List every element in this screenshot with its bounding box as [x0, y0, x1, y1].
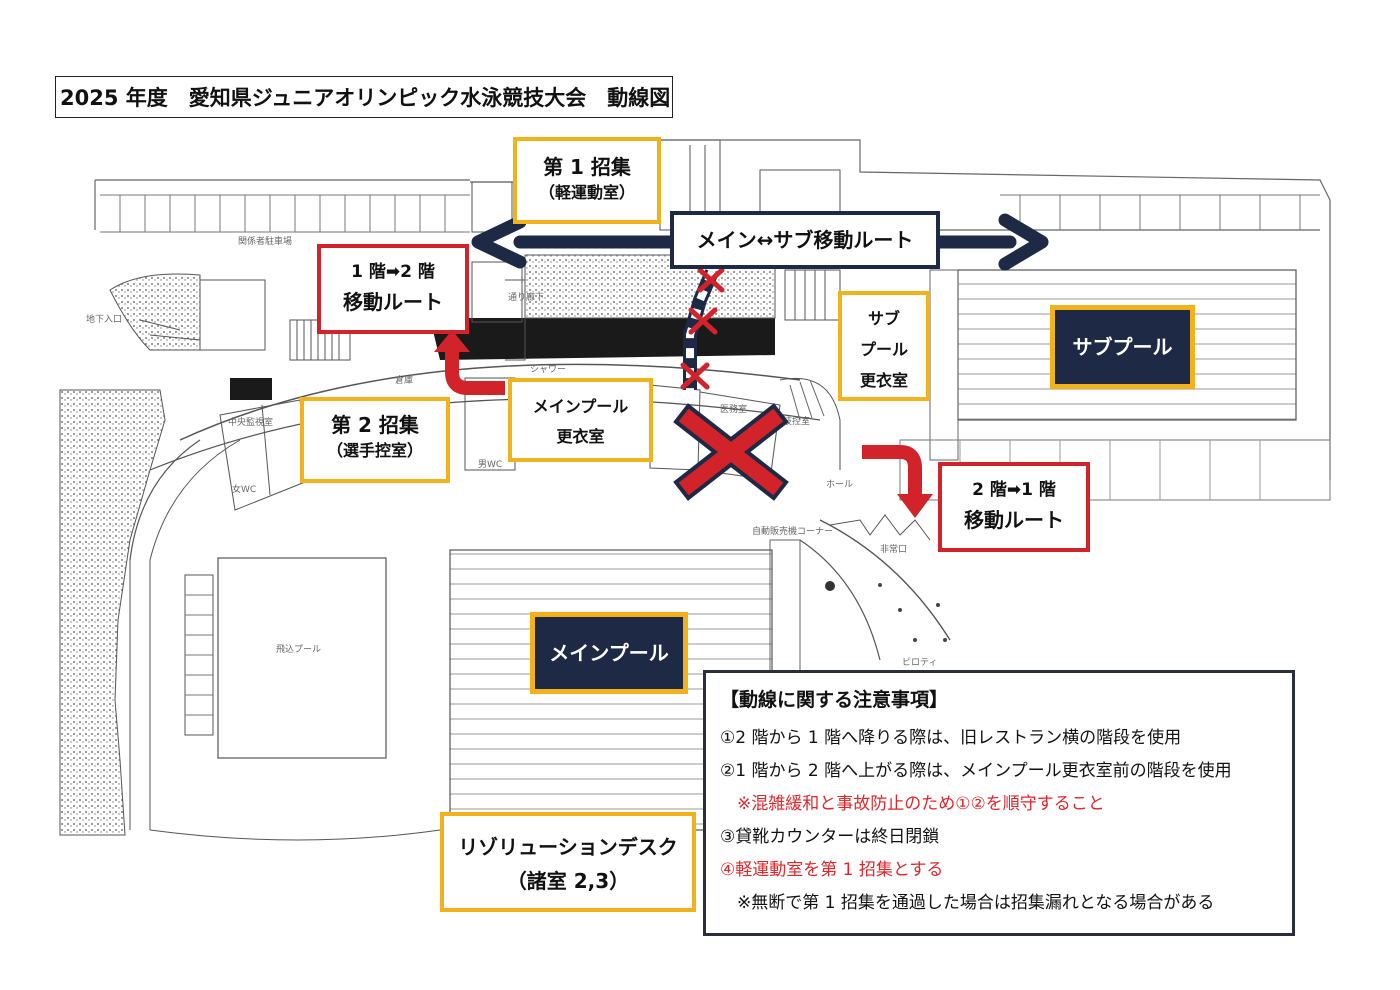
first-call-title: 第 1 招集: [543, 155, 631, 179]
up-route-arrow: [434, 330, 505, 395]
sub-pool-locker-line3: 更衣室: [859, 371, 908, 390]
note-item-warning: ※混雑緩和と事故防止のため①②を順守すること: [720, 794, 1105, 814]
closed-counter-x-icon: [673, 403, 789, 501]
route-2f-to-1f-floors: 2 階➡1 階: [972, 480, 1056, 500]
down-route-arrow: [862, 445, 933, 518]
map-label-parking: 関係者駐車場: [238, 235, 292, 247]
second-call-title: 第 2 招集: [331, 413, 419, 437]
notes-panel: 【動線に関する注意事項】 ①2 階から 1 階へ降りる際は、旧レストラン横の階段…: [703, 670, 1295, 936]
map-label-diving-pool: 飛込プール: [276, 644, 321, 655]
route-1f-to-2f-floors: 1 階➡2 階: [351, 262, 435, 282]
map-label-vending: 自動販売機コーナー: [752, 525, 833, 537]
second-call-box: 第 2 招集 （選手控室）: [300, 397, 450, 483]
route-2f-to-1f-box: 2 階➡1 階 移動ルート: [938, 462, 1090, 552]
main-pool-locker-box: メインプール 更衣室: [508, 378, 653, 462]
sub-pool-locker-line1: サブ: [867, 309, 900, 328]
map-label-storage: 倉庫: [395, 374, 413, 386]
sub-pool-locker-box: サブ プール 更衣室: [838, 291, 930, 401]
route-2f-to-1f-label: 移動ルート: [964, 508, 1064, 532]
sub-pool-label: サブプール: [1050, 305, 1195, 389]
second-call-subtitle: （選手控室）: [326, 441, 423, 460]
map-label-passage: 通り廊下: [508, 291, 544, 303]
main-pool-locker-line1: メインプール: [532, 397, 629, 416]
map-label-emergency: 非常口: [880, 543, 907, 555]
map-label-shower: シャワー: [530, 365, 566, 375]
page-title: 2025 年度 愛知県ジュニアオリンピック水泳競技大会 動線図: [55, 76, 673, 118]
map-label-control: 中央監視室: [228, 416, 273, 428]
sub-pool-locker-line2: プール: [859, 340, 908, 359]
closed-passage: [680, 267, 725, 390]
note-item: ①2 階から 1 階へ降りる際は、旧レストラン横の階段を使用: [720, 728, 1182, 748]
note-item: ②1 階から 2 階へ上がる際は、メインプール更衣室前の階段を使用: [720, 761, 1232, 781]
first-call-subtitle: （軽運動室）: [538, 183, 635, 202]
map-label-first-aid: 医務室: [720, 403, 747, 415]
main-pool-locker-line2: 更衣室: [556, 427, 605, 446]
resolution-desk-box: リゾリューションデスク （諸室 2,3）: [440, 812, 696, 912]
route-1f-to-2f-box: 1 階➡2 階 移動ルート: [317, 244, 469, 334]
main-pool-label: メインプール: [530, 612, 688, 694]
note-item-highlight: ④軽運動室を第 1 招集とする: [720, 860, 944, 880]
note-item: ③貸靴カウンターは終日閉鎖: [720, 827, 940, 847]
map-label-hall: ホール: [826, 479, 853, 490]
resolution-desk-rooms: （諸室 2,3）: [506, 869, 630, 893]
note-item: ※無断で第 1 招集を通過した場合は招集漏れとなる場合がある: [720, 893, 1215, 913]
map-label-mwc: 男WC: [478, 459, 502, 470]
resolution-desk-title: リゾリューションデスク: [458, 835, 678, 859]
notes-heading: 【動線に関する注意事項】: [720, 689, 949, 711]
main-sub-route-box: メイン↔サブ移動ルート: [670, 211, 940, 269]
map-label-piloti: ピロティ: [902, 657, 937, 668]
first-call-box: 第 1 招集 （軽運動室）: [513, 137, 661, 224]
map-label-wwc: 女WC: [232, 483, 256, 495]
map-label-underground: 地下入口: [86, 313, 122, 325]
route-1f-to-2f-label: 移動ルート: [343, 290, 443, 314]
